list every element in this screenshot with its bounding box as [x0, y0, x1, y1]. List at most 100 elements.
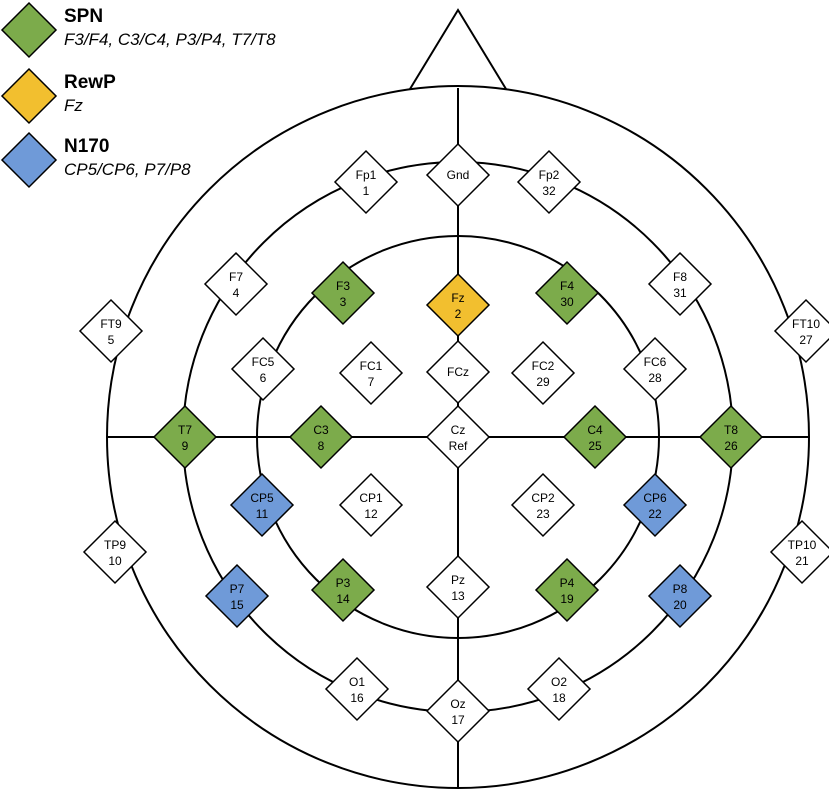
electrode-marker	[562, 404, 628, 470]
electrode-marker	[769, 519, 829, 585]
electrode-marker	[622, 336, 688, 402]
electrode-name: TP9	[104, 538, 126, 552]
electrode-marker	[203, 251, 269, 317]
electrode-number: 7	[368, 375, 375, 389]
electrode-name: F7	[229, 270, 243, 284]
legend-item-spn: SPN F3/F4, C3/C4, P3/P4, T7/T8	[0, 1, 276, 59]
electrode-number: 19	[560, 592, 574, 606]
electrode-number: 17	[451, 713, 465, 727]
electrode-name: Pz	[451, 573, 465, 587]
electrode-marker	[338, 340, 404, 406]
electrode-name: Fp1	[356, 168, 377, 182]
electrode-marker	[425, 142, 491, 208]
electrode-number: 31	[673, 286, 687, 300]
electrode-number: 27	[799, 333, 813, 347]
electrode-number: 26	[724, 439, 738, 453]
electrode-name: FC6	[644, 355, 667, 369]
electrode-marker	[698, 404, 764, 470]
legend-swatch-n170	[0, 131, 58, 189]
electrode-name: Oz	[450, 697, 465, 711]
electrode-number: 23	[536, 507, 550, 521]
electrode-marker	[310, 557, 376, 623]
electrode-number: 1	[363, 184, 370, 198]
nose-icon	[409, 8, 507, 90]
electrode-name: FCz	[447, 365, 469, 379]
electrode-number: 20	[673, 598, 687, 612]
electrode-number: 5	[108, 333, 115, 347]
electrode-marker	[310, 260, 376, 326]
electrode-name: CP1	[359, 491, 383, 505]
electrode-name: T7	[178, 423, 192, 437]
electrode-name: P7	[230, 582, 245, 596]
legend-sites: F3/F4, C3/C4, P3/P4, T7/T8	[64, 30, 276, 49]
electrode-name: F8	[673, 270, 687, 284]
electrode-name: Gnd	[447, 168, 470, 182]
electrode-marker	[333, 149, 399, 215]
legend-swatch-rewp	[0, 67, 58, 125]
electrode-name: FC2	[532, 359, 555, 373]
electrode-marker	[773, 298, 829, 364]
electrode-marker	[510, 340, 576, 406]
electrode-f3: F33	[310, 260, 376, 326]
electrode-name: Cz	[451, 423, 466, 437]
electrode-marker	[425, 339, 491, 405]
legend-swatch-spn	[0, 1, 58, 59]
electrode-number: 2	[455, 307, 462, 321]
electrode-marker	[534, 557, 600, 623]
electrode-marker	[152, 404, 218, 470]
electrode-marker	[78, 298, 144, 364]
electrode-marker	[622, 472, 688, 538]
electrode-marker	[425, 272, 491, 338]
electrode-name: Fp2	[539, 168, 560, 182]
electrode-name: CP6	[643, 491, 667, 505]
electrode-number: 4	[233, 286, 240, 300]
electrode-name: CP2	[531, 491, 555, 505]
electrode-number: Ref	[449, 439, 468, 453]
legend-sites: Fz	[64, 96, 83, 115]
electrode-number: 15	[230, 598, 244, 612]
electrode-marker	[425, 678, 491, 744]
electrode-c3: C38	[288, 404, 354, 470]
electrode-number: 28	[648, 371, 662, 385]
electrode-marker	[647, 251, 713, 317]
electrode-name: P4	[560, 576, 575, 590]
electrode-name: T8	[724, 423, 738, 437]
electrode-name: P8	[673, 582, 688, 596]
electrode-marker	[510, 472, 576, 538]
electrode-marker	[647, 563, 713, 629]
electrode-marker	[425, 554, 491, 620]
electrode-name: FC5	[252, 355, 275, 369]
electrode-number: 30	[560, 295, 574, 309]
electrode-name: FC1	[360, 359, 383, 373]
legend-title: SPN	[64, 6, 103, 27]
electrode-number: 22	[648, 507, 662, 521]
electrode-marker	[324, 656, 390, 722]
electrode-marker	[230, 336, 296, 402]
electrode-fz: Fz2	[425, 272, 491, 338]
electrode-name: F4	[560, 279, 574, 293]
electrode-name: C3	[313, 423, 329, 437]
electrode-oz: Oz 17	[425, 678, 491, 744]
electrode-number: 32	[542, 184, 556, 198]
electrode-number: 16	[350, 691, 364, 705]
electrode-number: 25	[588, 439, 602, 453]
electrode-name: C4	[587, 423, 603, 437]
electrode-marker	[288, 404, 354, 470]
